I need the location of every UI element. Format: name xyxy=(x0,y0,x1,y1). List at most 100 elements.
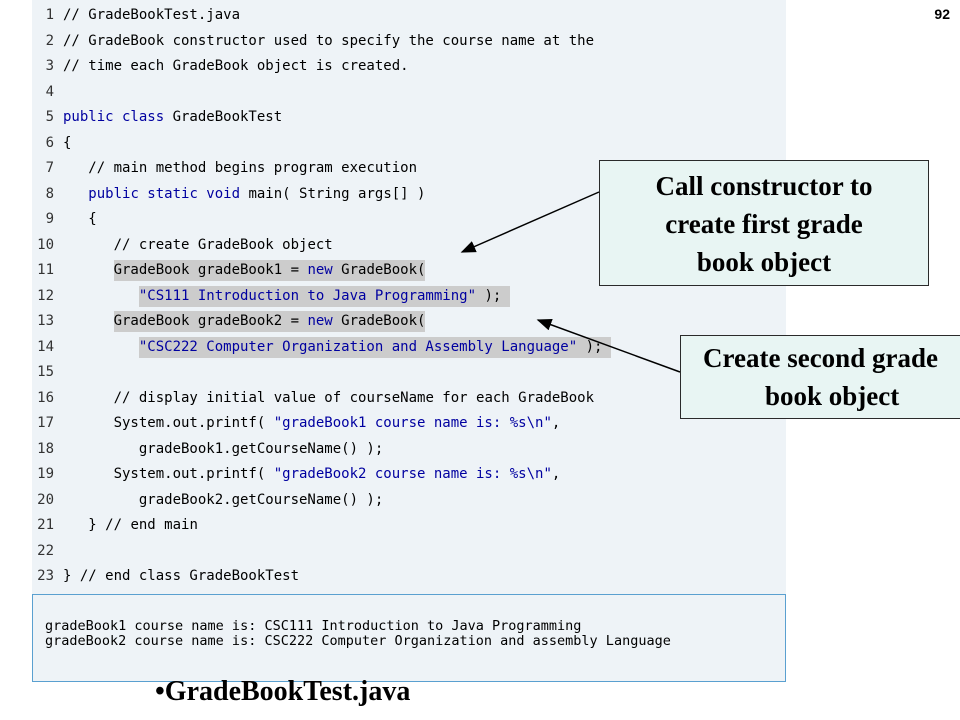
code-line: 23 } // end class GradeBookTest xyxy=(32,564,786,589)
code-token: GradeBook gradeBook1 = xyxy=(63,262,308,278)
code-comment: // end main xyxy=(105,517,198,533)
page-number: 92 xyxy=(934,6,950,22)
code-text: gradeBook1.getCourseName() ); xyxy=(63,437,383,462)
code-comment: // GradeBook constructor used to specify… xyxy=(63,32,595,49)
line-number: 17 xyxy=(37,415,54,431)
line-number: 16 xyxy=(37,389,54,406)
code-comment: // create GradeBook object xyxy=(113,236,333,253)
line-number: 2 xyxy=(45,32,54,49)
code-string: "CS111 Introduction to Java Programming" xyxy=(138,287,477,304)
code-token: System.out.printf( xyxy=(63,415,274,431)
code-highlight xyxy=(113,311,426,332)
code-token: gradeBook2.getCourseName() ); xyxy=(63,491,384,508)
code-highlight xyxy=(113,260,426,281)
code-token: GradeBook( xyxy=(341,313,426,329)
code-token: System.out.printf( xyxy=(63,466,274,482)
code-text: } // end main xyxy=(63,513,198,538)
callout-second-gradebook: Create second grade book object xyxy=(680,335,960,419)
code-line: 12 "CS111 Introduction to Java Programmi… xyxy=(32,284,786,309)
code-token: ); xyxy=(577,338,603,355)
code-text: public class GradeBookTest xyxy=(63,105,282,130)
code-line: 10 // create GradeBook object xyxy=(32,233,786,258)
code-text: "CSC222 Computer Organization and Assemb… xyxy=(63,335,611,360)
code-comment: // end class GradeBookTest xyxy=(79,568,300,584)
code-line: 13 GradeBook gradeBook2 = new GradeBook( xyxy=(32,309,786,334)
code-text: { xyxy=(63,207,97,232)
code-text: GradeBook gradeBook1 = new GradeBook( xyxy=(63,258,426,283)
code-token xyxy=(63,390,114,406)
code-line: 17 System.out.printf( "gradeBook1 course… xyxy=(32,411,786,436)
callout-2-line-2: book object xyxy=(765,381,900,411)
code-token: , xyxy=(551,466,561,482)
code-highlight xyxy=(138,336,611,358)
output-line-2: gradeBook2 course name is: CSC222 Comput… xyxy=(45,633,671,649)
code-token: ); xyxy=(476,287,502,304)
code-token xyxy=(63,339,139,355)
code-line: 22 xyxy=(32,539,786,564)
code-token: , xyxy=(551,415,561,431)
code-token: { xyxy=(63,211,97,227)
code-keyword: new xyxy=(307,262,342,278)
code-token xyxy=(63,160,88,176)
callout-first-gradebook: Call constructor to create first grade b… xyxy=(599,160,929,286)
code-comment: // time each GradeBook object is created… xyxy=(63,58,409,74)
code-text: } // end class GradeBookTest xyxy=(63,564,299,589)
line-number: 22 xyxy=(37,542,54,559)
code-line: 4 xyxy=(32,80,786,105)
code-comment: // main method begins program execution xyxy=(88,160,418,176)
code-keyword: public static void xyxy=(88,185,249,202)
code-token: gradeBook1.getCourseName() ); xyxy=(63,440,384,457)
line-number: 13 xyxy=(37,313,54,329)
code-token: } xyxy=(63,517,106,533)
code-line: 2 // GradeBook constructor used to specif… xyxy=(32,29,786,54)
code-keyword: public class xyxy=(63,109,173,125)
line-number: 3 xyxy=(45,58,54,74)
code-line: 9 { xyxy=(32,207,786,232)
code-text: // create GradeBook object xyxy=(63,233,333,258)
code-token: GradeBookTest xyxy=(172,109,283,125)
code-comment: // GradeBookTest.java xyxy=(63,7,241,23)
code-line: 21 } // end main xyxy=(32,513,786,538)
line-number: 1 xyxy=(45,7,54,23)
code-text: System.out.printf( "gradeBook2 course na… xyxy=(63,462,561,487)
code-line: 3 // time each GradeBook object is create… xyxy=(32,54,786,79)
code-token: GradeBook( xyxy=(341,262,426,278)
line-number: 14 xyxy=(37,338,54,355)
code-line: 15 xyxy=(32,360,786,385)
code-line: 8 public static void main( String args[]… xyxy=(32,182,786,207)
code-line: 1 // GradeBookTest.java xyxy=(32,3,786,28)
line-number: 20 xyxy=(37,491,54,508)
code-line: 18 gradeBook1.getCourseName() ); xyxy=(32,437,786,462)
code-listing: 1 // GradeBookTest.java 2 // GradeBook cons… xyxy=(32,0,786,596)
code-line: 7 // main method begins program executio… xyxy=(32,156,786,181)
line-number: 10 xyxy=(37,236,54,253)
code-line: 11 GradeBook gradeBook1 = new GradeBook( xyxy=(32,258,786,283)
line-number: 4 xyxy=(45,83,54,100)
code-string: "gradeBook2 course name is: %s\n" xyxy=(273,466,552,482)
code-token xyxy=(63,186,88,202)
code-text: // GradeBookTest.java xyxy=(63,3,240,28)
code-string: "CSC222 Computer Organization and Assemb… xyxy=(138,338,578,355)
line-number: 9 xyxy=(45,211,54,227)
code-text: System.out.printf( "gradeBook1 course na… xyxy=(63,411,561,436)
file-caption: •GradeBookTest.java xyxy=(155,676,411,707)
line-number: 21 xyxy=(37,517,54,533)
code-text: gradeBook2.getCourseName() ); xyxy=(63,488,383,513)
code-token: GradeBook gradeBook2 = xyxy=(63,313,308,329)
line-number: 8 xyxy=(45,185,54,202)
output-line-1: gradeBook1 course name is: CSC111 Introd… xyxy=(45,618,582,634)
code-line: 6{ xyxy=(32,131,786,156)
code-string: "gradeBook1 course name is: %s\n" xyxy=(273,415,552,431)
code-line: 20 gradeBook2.getCourseName() ); xyxy=(32,488,786,513)
line-number: 23 xyxy=(37,568,54,584)
line-number: 15 xyxy=(37,364,54,380)
code-text: // main method begins program execution xyxy=(63,156,417,181)
program-output: gradeBook1 course name is: CSC111 Introd… xyxy=(32,594,786,682)
code-token: { xyxy=(63,134,72,151)
callout-1-line-3: book object xyxy=(696,247,832,277)
line-number: 18 xyxy=(37,440,54,457)
line-number: 19 xyxy=(37,466,54,482)
callout-2-line-1: Create second grade xyxy=(703,343,938,373)
code-text: public static void main( String args[] ) xyxy=(63,182,425,207)
